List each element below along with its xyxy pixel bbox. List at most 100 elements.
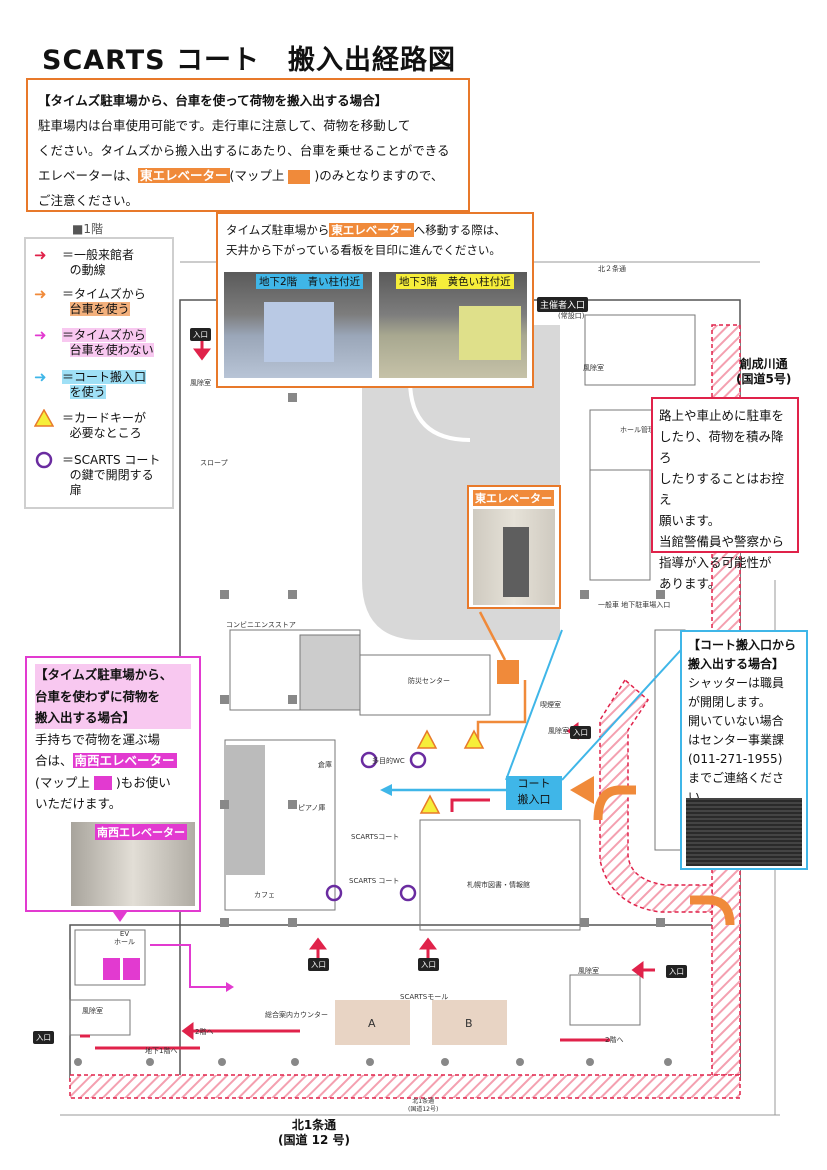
- organizer-sub: (常設口): [558, 312, 585, 320]
- no-cart-heading-3: 搬入出する場合】: [35, 707, 191, 729]
- legend: ➜ ＝一般来館者 の動線 ➜ ＝タイムズから 台車を使う ➜ ＝タイムズから 台…: [24, 237, 174, 509]
- label-windbreak-2: 風除室: [190, 379, 211, 387]
- legend-visitor-b: の動線: [69, 263, 106, 277]
- legend-cart-text: ＝タイムズから 台車を使う: [62, 287, 146, 317]
- cart-route-line-3-post: )のみとなりますので、: [314, 168, 444, 183]
- court-box-line-3: 開いていない場合: [688, 714, 784, 728]
- label-to-b1: 地下1階へ: [145, 1047, 178, 1055]
- court-box-line-2: が開閉します。: [688, 695, 771, 709]
- label-windbreak-1: 風除室: [583, 364, 604, 372]
- triangle-icon: [33, 408, 55, 431]
- cart-route-heading: 【タイムズ駐車場から、台車を使って荷物を搬入出する場合】: [38, 93, 388, 108]
- legend-nocart-b: 台車を使わない: [69, 343, 154, 357]
- organizer-entrance: 主催者入口: [537, 297, 589, 312]
- label-info-counter: 総合案内カウンター: [265, 1011, 328, 1019]
- label-library: 札幌市図書・情報館: [467, 881, 530, 889]
- no-cart-line-3-pre: (マップ上: [35, 774, 90, 790]
- entrance-e1: 入口: [666, 965, 687, 978]
- court-box-line-4: はセンター事業課: [688, 733, 785, 747]
- legend-cardkey-text: ＝カードキーが 必要なところ: [62, 411, 146, 441]
- signage-line-1-pre: タイムズ駐車場から: [226, 223, 330, 237]
- photo-b3-caption: 地下3階 黄色い柱付近: [396, 274, 514, 289]
- road-east-number: (国道5号): [736, 372, 792, 386]
- court-box-phone: (011-271-1955): [688, 752, 783, 766]
- cart-route-line-1: 駐車場内は台車使用可能です。走行車に注意して、荷物を移動して: [38, 118, 411, 133]
- label-smoking: 喫煙室: [540, 701, 561, 709]
- east-elevator-highlight: 東エレベーター: [138, 168, 230, 183]
- court-box-line-1: シャッターは職員: [688, 676, 785, 690]
- legend-visitor-a: ＝一般来館者: [62, 248, 135, 262]
- sw-elevator-label: 南西エレベーター: [95, 824, 187, 840]
- no-cart-line-2-pre: 合は、: [35, 753, 73, 768]
- photo-b2-caption: 地下2階 青い柱付近: [256, 274, 364, 289]
- notice-line-5: 当館警備員や警察から: [659, 534, 785, 549]
- court-box-heading-1: 【コート搬入口から: [688, 638, 797, 652]
- purple-circle-icon: [34, 451, 54, 473]
- no-cart-line-3-post: )もお使い: [115, 774, 171, 790]
- no-cart-line-3: (マップ上 )もお使い: [35, 772, 191, 794]
- road-south-number: (国道 12 号): [278, 1133, 351, 1147]
- legend-key-door-b: の鍵で開閉する: [69, 468, 154, 482]
- legend-nocart-a: ＝タイムズから: [62, 328, 146, 342]
- legend-cardkey-b: 必要なところ: [69, 426, 142, 440]
- label-to-2f-1: 2階へ: [195, 1028, 214, 1036]
- entrance-s2: 入口: [418, 958, 439, 971]
- magenta-swatch: [93, 776, 112, 790]
- court-entrance-label: コート 搬入口: [506, 776, 562, 810]
- court-entrance-label-2: 搬入口: [517, 793, 551, 806]
- label-storage: 倉庫: [318, 761, 332, 769]
- shutter-photo: [686, 798, 802, 866]
- road-east-name: 創成川通: [739, 357, 788, 371]
- label-parking-entrance: 一般車 地下駐車場入口: [598, 601, 671, 609]
- label-mall: SCARTSモール: [400, 993, 449, 1001]
- signage-line-1-post: へ移動する際は、: [413, 223, 506, 237]
- notice-line-2: したり、荷物を積み降ろ: [659, 429, 784, 465]
- label-cafe: カフェ: [254, 891, 275, 899]
- red-arrow-icon: ➜: [34, 246, 47, 264]
- label-disaster-center: 防災センター: [408, 677, 450, 685]
- magenta-arrow-icon: ➜: [34, 326, 47, 344]
- label-kita2: 北２条通: [598, 265, 626, 273]
- court-entrance-box: 【コート搬入口から 搬入出する場合】 シャッターは職員 が開閉します。 開いてい…: [680, 630, 808, 870]
- court-box-heading-2: 搬入出する場合】: [688, 657, 785, 671]
- label-windbreak-3: 風除室: [548, 727, 569, 735]
- legend-cardkey-a: ＝カードキーが: [62, 411, 147, 425]
- legend-cart-a: ＝タイムズから: [62, 287, 146, 301]
- signage-line-2: 天井から下がっている看板を目印に進んでください。: [226, 243, 501, 257]
- signage-east-elevator: 東エレベーター: [329, 223, 414, 237]
- label-scarts-court-2: SCARTS コート: [349, 877, 400, 885]
- legend-court-text: ＝コート搬入口 を使う: [62, 370, 147, 400]
- no-cart-line-4: いただけます。: [35, 796, 122, 811]
- entrance-s1: 入口: [308, 958, 329, 971]
- legend-key-door-text: ＝SCARTS コート の鍵で開閉する 扉: [62, 453, 160, 498]
- label-to-2f-2: 2階へ: [605, 1036, 624, 1044]
- entrance-nw: 入口: [190, 328, 211, 341]
- orange-arrow-icon: ➜: [34, 285, 47, 303]
- cyan-arrow-icon: ➜: [34, 368, 47, 386]
- label-area-b: B: [465, 1017, 473, 1030]
- entrance-e2: 入口: [570, 726, 591, 739]
- east-elevator-photo: [473, 509, 555, 605]
- label-multi-wc: 多目的WC: [372, 757, 405, 765]
- no-cart-line-2: 合は、南西エレベーター: [35, 750, 191, 772]
- court-entrance-label-1: コート: [517, 777, 551, 790]
- label-kita1-small: 北1条通 (国道12号): [408, 1098, 439, 1113]
- road-south-label: 北1条通 (国道 12 号): [278, 1118, 350, 1148]
- no-cart-heading-1: 【タイムズ駐車場から、: [35, 664, 191, 686]
- label-windbreak-4: 風除室: [82, 1007, 103, 1015]
- cart-route-line-3-mid: (マップ上: [229, 168, 285, 183]
- cart-route-line-2: ください。タイムズから搬入出するにあたり、台車を乗せることができる: [38, 143, 450, 158]
- legend-visitor-text: ＝一般来館者 の動線: [62, 248, 134, 278]
- sw-elevator-highlight: 南西エレベーター: [72, 753, 177, 768]
- legend-nocart-text: ＝タイムズから 台車を使わない: [62, 328, 154, 358]
- road-east-label: 創成川通 (国道5号): [736, 357, 791, 387]
- label-scarts-court: SCARTSコート: [351, 833, 400, 841]
- no-cart-line-1: 手持ちで荷物を運ぶ場: [35, 731, 161, 747]
- orange-swatch: [288, 169, 311, 184]
- notice-line-6: 指導が入る可能性が: [659, 555, 772, 570]
- floor-label: ■1階: [72, 222, 103, 236]
- entrance-sw: 入口: [33, 1031, 54, 1044]
- signage-line-1: タイムズ駐車場から東エレベーターへ移動する際は、: [226, 220, 524, 240]
- label-slope: スロープ: [200, 459, 228, 467]
- notice-line-4: 願います。: [659, 513, 721, 528]
